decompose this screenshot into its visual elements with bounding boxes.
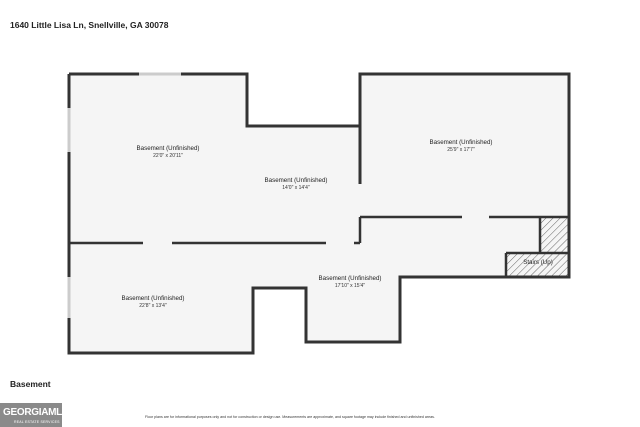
- stairs-hatch-upper: [540, 217, 569, 253]
- svg-text:Basement (Unfinished): Basement (Unfinished): [319, 275, 382, 282]
- windows: [67, 72, 181, 318]
- room-label-1: Basement (Unfinished) 22'0" x 20'11": [137, 145, 200, 159]
- stairs-label: Stairs (Up): [523, 259, 553, 266]
- logo-sub-text: REAL ESTATE SERVICES: [14, 420, 60, 424]
- logo-main-text: GEORGIAMLS: [3, 407, 62, 418]
- floor-area: [69, 74, 569, 353]
- svg-text:17'10" x 15'4": 17'10" x 15'4": [335, 283, 365, 289]
- svg-text:Basement (Unfinished): Basement (Unfinished): [265, 177, 328, 184]
- interior-walls: [69, 215, 569, 277]
- room-label-3: Basement (Unfinished) 25'9" x 17'7": [430, 139, 493, 153]
- svg-text:25'9" x 17'7": 25'9" x 17'7": [447, 147, 475, 153]
- svg-text:Basement (Unfinished): Basement (Unfinished): [137, 145, 200, 152]
- room-label-2: Basement (Unfinished) 14'0" x 14'4": [265, 177, 328, 191]
- svg-text:22'8" x 13'4": 22'8" x 13'4": [139, 303, 167, 309]
- property-address: 1640 Little Lisa Ln, Snellville, GA 3007…: [10, 20, 169, 30]
- floor-label: Basement: [10, 379, 51, 389]
- disclaimer-text: Floor plans are for informational purpos…: [145, 415, 435, 419]
- svg-text:Basement (Unfinished): Basement (Unfinished): [430, 139, 493, 146]
- svg-text:22'0" x 20'11": 22'0" x 20'11": [153, 153, 183, 159]
- svg-text:14'0" x 14'4": 14'0" x 14'4": [282, 185, 310, 191]
- room-label-4: Basement (Unfinished) 17'10" x 15'4": [319, 275, 382, 289]
- room-label-5: Basement (Unfinished) 22'8" x 13'4": [122, 295, 185, 309]
- georgia-mls-logo: GEORGIAMLS REAL ESTATE SERVICES: [0, 403, 62, 427]
- svg-text:Basement (Unfinished): Basement (Unfinished): [122, 295, 185, 302]
- stairs-hatch: [506, 253, 569, 277]
